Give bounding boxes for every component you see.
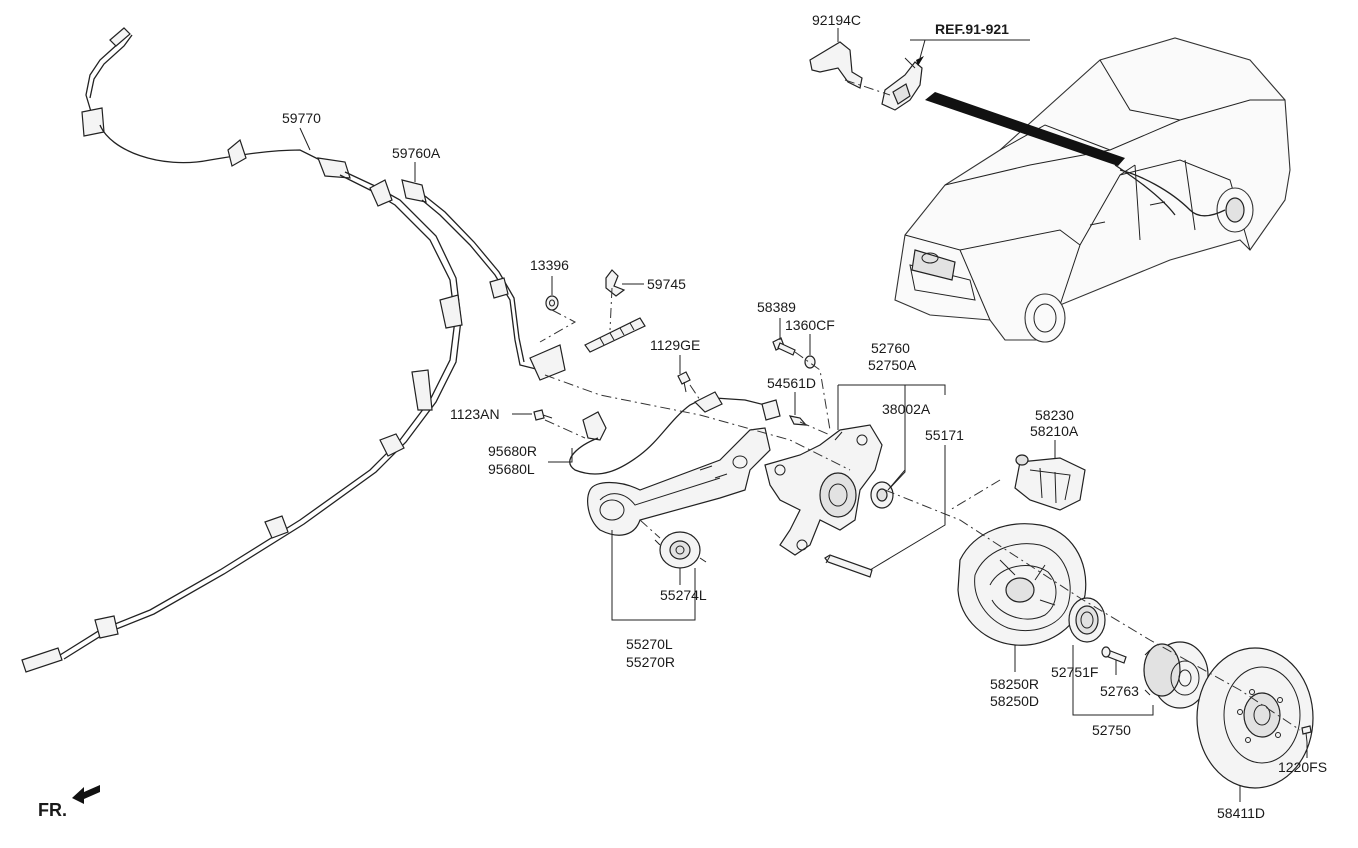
bolt-55171[interactable]	[824, 554, 873, 578]
label-58250r[interactable]: 58250R	[990, 676, 1039, 692]
backing-plate-58250[interactable]	[957, 523, 1087, 646]
label-95680l[interactable]: 95680L	[488, 461, 535, 477]
label-1220fs[interactable]: 1220FS	[1278, 759, 1327, 775]
label-58210a[interactable]: 58210A	[1030, 423, 1079, 439]
clip-59745[interactable]	[605, 269, 626, 297]
label-13396[interactable]: 13396	[530, 257, 569, 273]
brake-disc-58411d[interactable]	[1196, 647, 1314, 789]
label-52763[interactable]: 52763	[1100, 683, 1139, 699]
label-1360cf[interactable]: 1360CF	[785, 317, 835, 333]
label-59760a[interactable]: 59760A	[392, 145, 441, 161]
label-55274l[interactable]: 55274L	[660, 587, 707, 603]
trailing-arm-55270[interactable]	[587, 427, 771, 536]
label-55171[interactable]: 55171	[925, 427, 964, 443]
label-ref-91-921[interactable]: REF.91-921	[935, 21, 1009, 37]
label-95680r[interactable]: 95680R	[488, 443, 537, 459]
wheel-speed-sensor-95680[interactable]	[569, 391, 781, 475]
bushing-38002a[interactable]	[870, 481, 894, 509]
label-1123an[interactable]: 1123AN	[450, 406, 500, 422]
label-52760[interactable]: 52760	[871, 340, 910, 356]
vehicle-illustration	[894, 37, 1291, 343]
cable-end-59745[interactable]	[584, 317, 646, 353]
bolt-1123an[interactable]	[533, 409, 553, 421]
label-1129ge[interactable]: 1129GE	[650, 337, 700, 353]
label-58230[interactable]: 58230	[1035, 407, 1074, 423]
leader-lines	[299, 28, 1308, 802]
assembly-center-lines	[544, 374, 1301, 731]
label-52750[interactable]: 52750	[1092, 722, 1131, 738]
label-58250d[interactable]: 58250D	[990, 693, 1039, 709]
label-59770[interactable]: 59770	[282, 110, 321, 126]
label-59745[interactable]: 59745	[647, 276, 686, 292]
fr-label: FR.	[38, 800, 67, 820]
parking-brake-cable-59770[interactable]	[21, 27, 463, 673]
label-58411d[interactable]: 58411D	[1217, 805, 1265, 821]
label-55270l[interactable]: 55270L	[626, 636, 673, 652]
label-52751f[interactable]: 52751F	[1051, 664, 1098, 680]
bracket-92194c[interactable]	[809, 41, 863, 89]
bolt-1129ge[interactable]	[677, 371, 691, 393]
label-52750a[interactable]: 52750A	[868, 357, 917, 373]
label-92194c[interactable]: 92194C	[812, 12, 861, 28]
caliper-58230[interactable]	[1014, 454, 1086, 511]
label-58389[interactable]: 58389	[757, 299, 796, 315]
front-arrow-icon	[72, 785, 100, 804]
label-54561d[interactable]: 54561D	[767, 375, 816, 391]
bushing-55274l[interactable]	[654, 531, 707, 569]
knuckle-52760[interactable]	[764, 424, 883, 556]
nut-13396[interactable]	[545, 295, 559, 311]
hub-assembly-52750[interactable]	[1143, 641, 1209, 709]
bolt-58389[interactable]	[772, 337, 796, 356]
label-38002a[interactable]: 38002A	[882, 401, 931, 417]
bearing-52751f[interactable]	[1068, 597, 1106, 643]
front-direction-indicator: FR.	[38, 785, 100, 820]
parking-brake-cable-59760a[interactable]	[401, 179, 566, 381]
label-55270r[interactable]: 55270R	[626, 654, 675, 670]
part-labels: 92194C REF.91-921 59770 59760A 13396 597…	[282, 12, 1327, 821]
ref-bracket-91-921[interactable]	[881, 61, 923, 111]
screw-1220fs[interactable]	[1301, 725, 1312, 743]
hub-bolt-52763[interactable]	[1101, 646, 1127, 664]
washer-1360cf[interactable]	[804, 355, 816, 369]
